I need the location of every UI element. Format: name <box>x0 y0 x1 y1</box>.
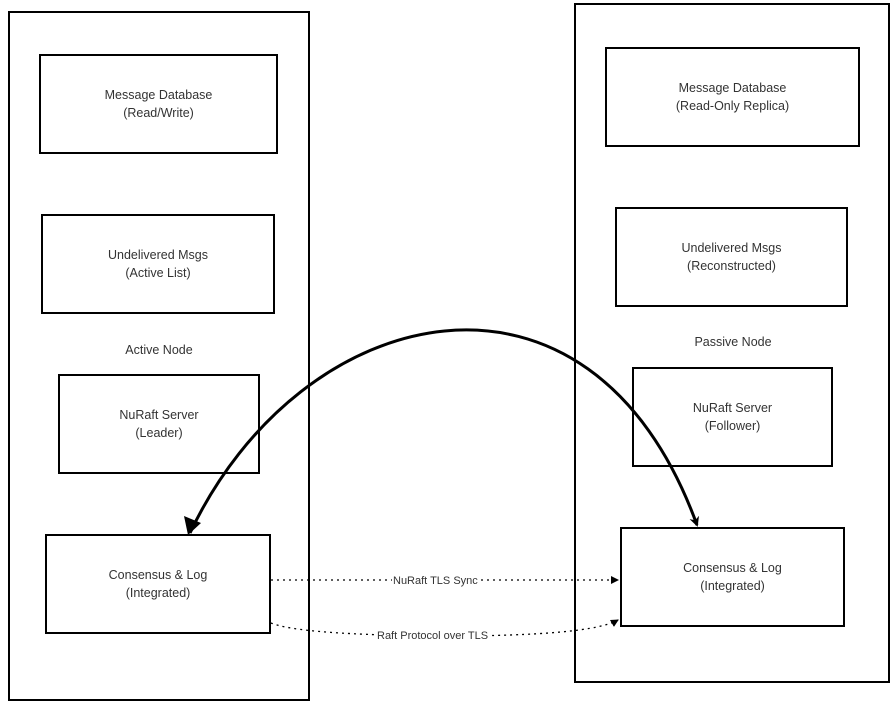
active-consensus-title: Consensus & Log <box>108 568 208 582</box>
active-message-database-subtitle: (Read/Write) <box>123 106 194 120</box>
active-nuraft-title: NuRaft Server <box>119 408 199 422</box>
passive-node-label: Passive Node <box>694 335 772 349</box>
passive-message-database-subtitle: (Read-Only Replica) <box>675 99 790 113</box>
sync-edge-label: NuRaft TLS Sync <box>392 575 479 588</box>
active-consensus-subtitle: (Integrated) <box>125 586 191 600</box>
passive-message-database[interactable]: Message Database (Read-Only Replica) <box>605 47 860 147</box>
passive-consensus-log[interactable]: Consensus & Log (Integrated) <box>620 527 845 627</box>
active-message-database[interactable]: Message Database (Read/Write) <box>39 54 278 154</box>
passive-consensus-title: Consensus & Log <box>683 561 782 575</box>
passive-consensus-subtitle: (Integrated) <box>700 579 765 593</box>
passive-nuraft-title: NuRaft Server <box>692 401 773 415</box>
active-undelivered-msgs[interactable]: Undelivered Msgs (Active List) <box>41 214 275 314</box>
active-nuraft-server[interactable]: NuRaft Server (Leader) <box>58 374 260 474</box>
active-undelivered-subtitle: (Active List) <box>125 266 191 280</box>
protocol-edge-label: Raft Protocol over TLS <box>376 630 490 643</box>
active-consensus-log[interactable]: Consensus & Log (Integrated) <box>45 534 271 634</box>
active-undelivered-title: Undelivered Msgs <box>107 248 209 262</box>
passive-message-database-title: Message Database <box>678 81 787 95</box>
active-nuraft-subtitle: (Leader) <box>135 426 183 440</box>
passive-undelivered-msgs[interactable]: Undelivered Msgs (Reconstructed) <box>615 207 848 307</box>
passive-nuraft-subtitle: (Follower) <box>704 419 761 433</box>
passive-undelivered-subtitle: (Reconstructed) <box>687 259 776 273</box>
active-node-label: Active Node <box>125 343 193 357</box>
passive-undelivered-title: Undelivered Msgs <box>681 241 782 255</box>
passive-nuraft-server[interactable]: NuRaft Server (Follower) <box>632 367 833 467</box>
active-message-database-title: Message Database <box>104 88 213 102</box>
